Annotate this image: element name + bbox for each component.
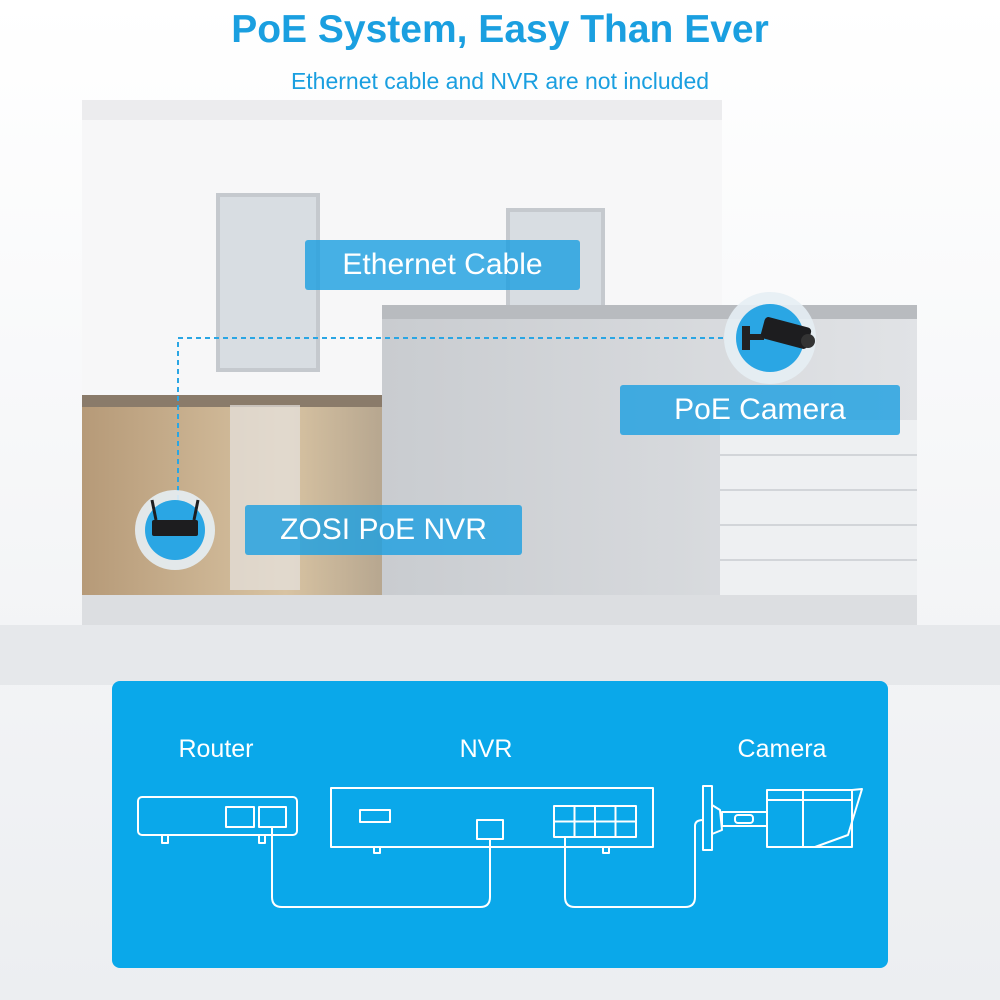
ethernet-cable-path — [177, 337, 725, 500]
ethernet-cable-label: Ethernet Cable — [305, 240, 580, 290]
page-title: PoE System, Easy Than Ever — [231, 8, 769, 51]
camera-diagram-label: Camera — [737, 735, 827, 763]
diagram-panel — [112, 681, 888, 968]
poe-camera-icon — [724, 292, 816, 384]
cable-nvr-camera — [564, 819, 704, 908]
camera-diagram-icon — [702, 785, 863, 851]
page-subtitle: Ethernet cable and NVR are not included — [290, 68, 710, 94]
nvr-icon — [135, 490, 215, 570]
cable-router-nvr — [271, 827, 491, 908]
nvr-label: ZOSI PoE NVR — [245, 505, 522, 555]
nvr-diagram-label: NVR — [459, 735, 513, 763]
router-diagram-label: Router — [178, 735, 254, 763]
nvr-diagram-icon — [330, 787, 654, 854]
poe-camera-label: PoE Camera — [620, 385, 900, 435]
